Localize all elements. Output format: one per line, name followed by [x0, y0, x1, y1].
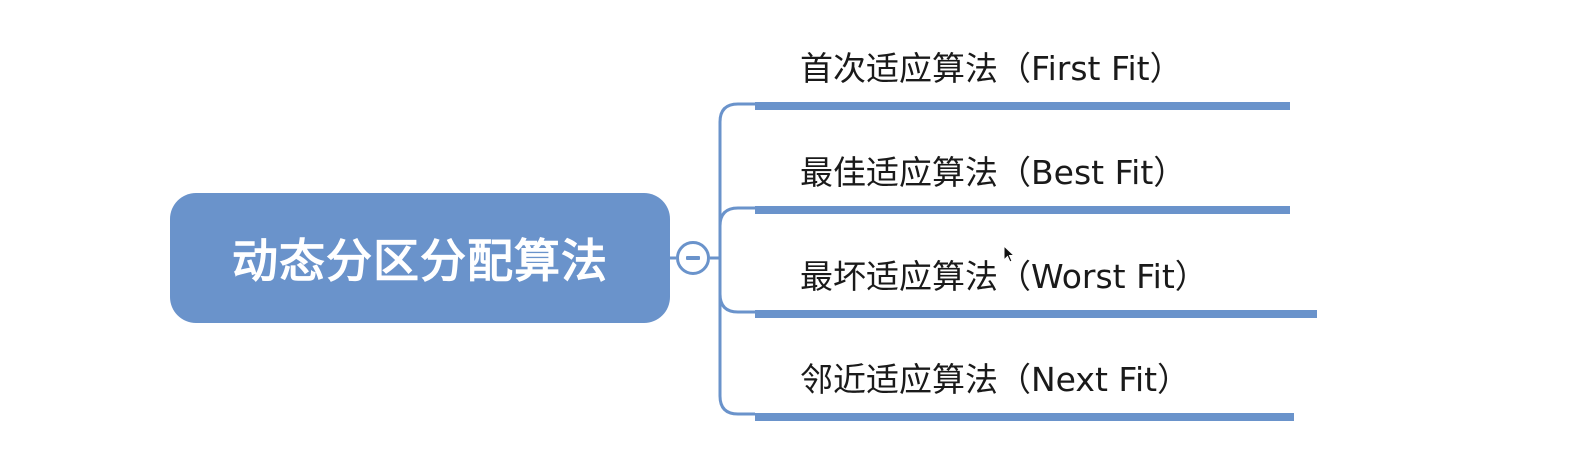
mouse-cursor-icon — [1003, 245, 1015, 263]
child-node-label: 最佳适应算法（Best Fit） — [800, 153, 1187, 192]
child-node-label: 最坏适应算法（Worst Fit） — [800, 257, 1208, 296]
child-node-underline — [755, 102, 1290, 110]
child-node-label: 首次适应算法（First Fit） — [800, 49, 1183, 88]
branch-connector-1 — [718, 206, 755, 227]
root-node[interactable]: 动态分区分配算法 — [170, 193, 670, 323]
child-node-label: 邻近适应算法（Next Fit） — [800, 360, 1191, 399]
child-node-underline — [755, 413, 1294, 421]
child-node-underline — [755, 310, 1317, 318]
child-node-next-fit[interactable]: 邻近适应算法（Next Fit） — [755, 351, 1294, 421]
root-node-label: 动态分区分配算法 — [232, 234, 608, 288]
child-node-underline — [755, 206, 1290, 214]
child-node-best-fit[interactable]: 最佳适应算法（Best Fit） — [755, 144, 1290, 214]
child-node-worst-fit[interactable]: 最坏适应算法（Worst Fit） — [755, 248, 1317, 318]
child-node-first-fit[interactable]: 首次适应算法（First Fit） — [755, 40, 1290, 110]
collapse-minus-icon — [686, 256, 700, 260]
collapse-toggle-button[interactable] — [676, 241, 710, 275]
branch-connector-2 — [718, 293, 755, 314]
branch-trunk — [718, 102, 755, 416]
